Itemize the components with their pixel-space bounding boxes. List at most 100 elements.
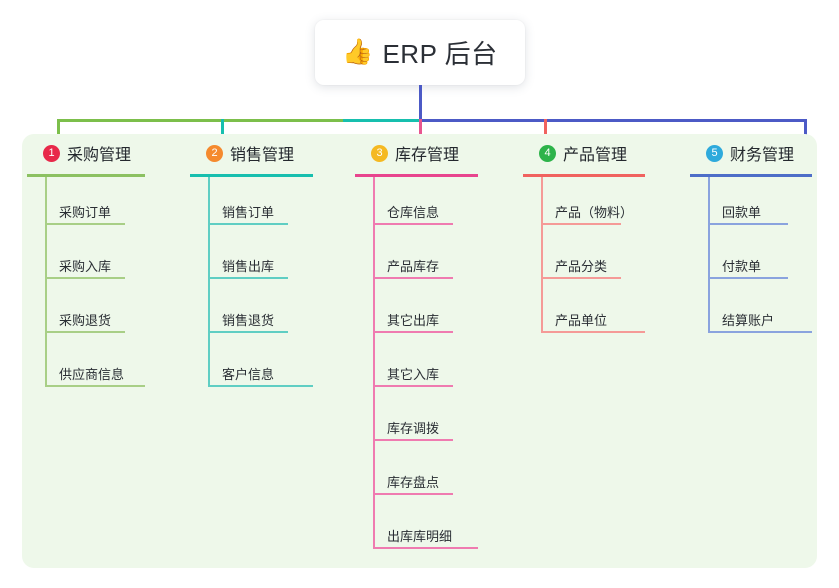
number-badge-1: 1 (43, 144, 60, 162)
list-item[interactable]: 回款单 (690, 177, 839, 231)
list-item-underline (373, 223, 453, 225)
list-item[interactable]: 付款单 (690, 231, 839, 285)
list-item[interactable]: 销售退货 (190, 285, 353, 339)
diagram-panel (22, 134, 817, 568)
connector-drop-2 (221, 119, 224, 148)
list-item[interactable]: 销售出库 (190, 231, 353, 285)
column-title-5: 财务管理 (730, 147, 795, 164)
list-item[interactable]: 采购订单 (27, 177, 185, 231)
column-1: 1 采购管理采购订单采购入库采购退货供应商信息 (27, 140, 185, 393)
column-spine-5 (708, 177, 710, 333)
list-item[interactable]: 采购入库 (27, 231, 185, 285)
list-item-label: 销售出库 (222, 259, 275, 274)
list-item-label: 产品分类 (555, 259, 608, 274)
column-underline-3 (355, 174, 478, 177)
list-item-label: 采购订单 (59, 205, 112, 220)
list-item-label: 供应商信息 (59, 367, 125, 382)
connector-bar-segment-2 (343, 119, 420, 122)
list-item-label: 销售退货 (222, 313, 275, 328)
column-items-3: 仓库信息产品库存其它出库其它入库库存调拨库存盘点出库库明细 (355, 177, 518, 555)
connector-drop-3 (419, 119, 422, 148)
connector-drop-5 (804, 119, 807, 148)
column-title-3: 库存管理 (395, 147, 460, 164)
number-badge-5: 5 (706, 144, 723, 162)
list-item[interactable]: 产品库存 (355, 231, 518, 285)
list-item-label: 其它出库 (387, 313, 440, 328)
list-item[interactable]: 库存盘点 (355, 447, 518, 501)
list-item[interactable]: 产品单位 (523, 285, 685, 339)
list-item-underline (208, 385, 313, 387)
column-header-1[interactable]: 1 采购管理 (27, 140, 185, 166)
list-item[interactable]: 供应商信息 (27, 339, 185, 393)
list-item-underline (208, 277, 288, 279)
connector-drop-4 (544, 119, 547, 148)
column-header-2[interactable]: 2 销售管理 (190, 140, 353, 166)
list-item-label: 库存调拨 (387, 421, 440, 436)
connector-drop-1 (57, 119, 60, 148)
list-item-underline (373, 385, 453, 387)
list-item-underline (541, 277, 621, 279)
number-badge-4: 4 (539, 144, 556, 162)
list-item-underline (208, 331, 288, 333)
list-item-underline (373, 277, 453, 279)
list-item-underline (45, 277, 125, 279)
list-item[interactable]: 出库库明细 (355, 501, 518, 555)
column-header-3[interactable]: 3 库存管理 (355, 140, 518, 166)
list-item-label: 结算账户 (722, 313, 775, 328)
column-items-2: 销售订单销售出库销售退货客户信息 (190, 177, 353, 393)
list-item-label: 其它入库 (387, 367, 440, 382)
connector-bar-segment-1 (57, 119, 343, 122)
column-underline-2 (190, 174, 313, 177)
list-item-underline (708, 223, 788, 225)
column-title-1: 采购管理 (67, 147, 132, 164)
list-item[interactable]: 仓库信息 (355, 177, 518, 231)
list-item-underline (45, 223, 125, 225)
root-node[interactable]: 👍 ERP 后台 (315, 20, 525, 85)
list-item[interactable]: 产品（物料） (523, 177, 685, 231)
list-item-label: 产品单位 (555, 313, 608, 328)
number-badge-3: 3 (371, 144, 388, 162)
list-item[interactable]: 产品分类 (523, 231, 685, 285)
column-underline-5 (690, 174, 812, 177)
list-item-underline (45, 331, 125, 333)
list-item-underline (373, 331, 453, 333)
list-item-label: 仓库信息 (387, 205, 440, 220)
list-item[interactable]: 客户信息 (190, 339, 353, 393)
list-item-underline (373, 493, 453, 495)
list-item[interactable]: 库存调拨 (355, 393, 518, 447)
list-item[interactable]: 其它入库 (355, 339, 518, 393)
list-item-label: 库存盘点 (387, 475, 440, 490)
root-node-title: ERP 后台 (382, 39, 498, 69)
list-item-underline (45, 385, 145, 387)
list-item[interactable]: 采购退货 (27, 285, 185, 339)
number-badge-2: 2 (206, 144, 223, 162)
list-item-label: 客户信息 (222, 367, 275, 382)
column-spine-3 (373, 177, 375, 549)
column-underline-4 (523, 174, 645, 177)
connector-bar-segment-3 (420, 119, 807, 122)
list-item[interactable]: 销售订单 (190, 177, 353, 231)
list-item-label: 出库库明细 (387, 529, 453, 544)
column-5: 5 财务管理回款单付款单结算账户 (690, 140, 839, 339)
column-title-2: 销售管理 (230, 147, 295, 164)
list-item-label: 采购退货 (59, 313, 112, 328)
list-item[interactable]: 结算账户 (690, 285, 839, 339)
column-header-5[interactable]: 5 财务管理 (690, 140, 839, 166)
column-3: 3 库存管理仓库信息产品库存其它出库其它入库库存调拨库存盘点出库库明细 (355, 140, 518, 555)
column-items-4: 产品（物料） 产品分类产品单位 (523, 177, 685, 339)
column-spine-1 (45, 177, 47, 387)
list-item[interactable]: 其它出库 (355, 285, 518, 339)
column-items-5: 回款单付款单结算账户 (690, 177, 839, 339)
list-item-label: 产品库存 (387, 259, 440, 274)
list-item-label: 销售订单 (222, 205, 275, 220)
column-title-4: 产品管理 (563, 147, 628, 164)
list-item-underline (541, 331, 645, 333)
list-item-label: 采购入库 (59, 259, 112, 274)
column-header-4[interactable]: 4 产品管理 (523, 140, 685, 166)
root-stem (419, 85, 422, 122)
column-spine-4 (541, 177, 543, 333)
column-spine-2 (208, 177, 210, 387)
list-item-underline (708, 277, 788, 279)
list-item-underline (373, 547, 478, 549)
